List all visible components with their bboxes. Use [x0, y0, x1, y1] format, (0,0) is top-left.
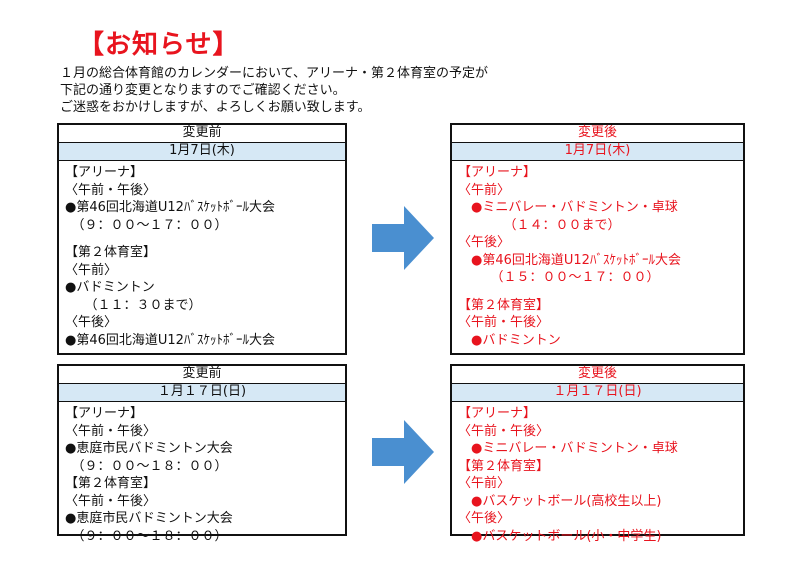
jan7-after-box: 変更後 1月7日(木) 【アリーナ】〈午前〉 ●ミニバレー・バドミントン・卓球 …	[450, 123, 745, 355]
box-header-date: １月１７日(日)	[59, 384, 345, 402]
schedule-line: （９：００～１８：００）	[65, 528, 228, 544]
schedule-line: 〈午前・午後〉	[65, 423, 157, 439]
schedule-line: 【アリーナ】	[458, 406, 537, 421]
intro-line: 下記の通り変更となりますのでご確認ください。	[60, 83, 346, 98]
box-body: 【アリーナ】〈午前・午後〉 ●恵庭市民バドミントン大会 （９：００～１８：００） 【…	[59, 402, 345, 545]
schedule-line: 〈午後〉	[458, 511, 511, 526]
spacer	[458, 287, 737, 297]
schedule-line: ●第46回北海道U12ﾊﾞｽｹｯﾄﾎﾞｰﾙ大会	[65, 332, 275, 348]
schedule-line: ●バスケットボール(小・中学生)	[458, 528, 662, 544]
notice-title: 【お知らせ】	[78, 30, 240, 60]
schedule-line: 〈午前・午後〉	[458, 423, 550, 439]
box-header-label: 変更前	[59, 125, 345, 143]
jan17-before-box: 変更前 １月１７日(日) 【アリーナ】〈午前・午後〉 ●恵庭市民バドミントン大会 …	[57, 364, 347, 544]
box-body: 【アリーナ】〈午前〉 ●ミニバレー・バドミントン・卓球 （１４：００まで） 〈午後…	[452, 161, 743, 349]
schedule-line: 【第２体育室】	[65, 245, 157, 260]
right-arrow-icon	[372, 206, 434, 270]
box-header-date: 1月7日(木)	[452, 143, 743, 161]
jan7-before-box: 変更前 1月7日(木) 【アリーナ】〈午前・午後〉 ●第46回北海道U12ﾊﾞｽｹ…	[57, 123, 347, 355]
box-body: 【アリーナ】〈午前・午後〉 ●ミニバレー・バドミントン・卓球【第２体育室】〈午前…	[452, 402, 743, 545]
schedule-line: 〈午前・午後〉	[65, 493, 157, 509]
schedule-line: ●バスケットボール(高校生以上)	[458, 493, 662, 509]
schedule-line: ●バドミントン	[458, 332, 561, 348]
schedule-line: （９：００～１７：００）	[65, 217, 228, 233]
box-header-label: 変更後	[452, 125, 743, 143]
schedule-line: 【アリーナ】	[65, 406, 144, 421]
schedule-line: （１５：００～１７：００）	[458, 270, 660, 285]
spacer	[65, 234, 339, 244]
box-header-date: １月１７日(日)	[452, 384, 743, 402]
box-header-label: 変更後	[452, 366, 743, 384]
schedule-line: ●第46回北海道U12ﾊﾞｽｹｯﾄﾎﾞｰﾙ大会	[65, 200, 275, 215]
schedule-line: 〈午前〉	[458, 182, 511, 198]
intro-line: １月の総合体育館のカレンダーにおいて、アリーナ・第２体育室の予定が	[60, 66, 488, 81]
schedule-line: ●恵庭市民バドミントン大会	[65, 441, 233, 456]
schedule-line: ●バドミントン	[65, 280, 155, 295]
schedule-line: （９：００～１８：００）	[65, 458, 228, 474]
box-header-label: 変更前	[59, 366, 345, 384]
schedule-line: 〈午前・午後〉	[65, 182, 157, 198]
schedule-line: 〈午前・午後〉	[458, 315, 550, 330]
schedule-line: 【第２体育室】	[458, 297, 550, 313]
schedule-line: 〈午前〉	[458, 476, 511, 491]
schedule-line: （１１：３０まで）	[65, 297, 202, 313]
schedule-line: 【アリーナ】	[65, 165, 144, 180]
right-arrow-icon	[372, 420, 434, 484]
intro-text: １月の総合体育館のカレンダーにおいて、アリーナ・第２体育室の予定が 下記の通り変…	[60, 65, 488, 116]
jan17-after-box: 変更後 １月１７日(日) 【アリーナ】〈午前・午後〉 ●ミニバレー・バドミントン…	[450, 364, 745, 544]
schedule-line: ●第46回北海道U12ﾊﾞｽｹｯﾄﾎﾞｰﾙ大会	[458, 252, 681, 268]
schedule-line: ●恵庭市民バドミントン大会	[65, 511, 233, 526]
schedule-line: 〈午後〉	[458, 235, 511, 250]
schedule-line: 【アリーナ】	[458, 165, 537, 180]
schedule-line: （１４：００まで）	[458, 217, 621, 233]
intro-line: ご迷惑をおかけしますが、よろしくお願い致します。	[60, 100, 371, 115]
schedule-line: 〈午前〉	[65, 262, 118, 278]
schedule-line: 【第２体育室】	[458, 458, 550, 474]
schedule-line: 〈午後〉	[65, 315, 118, 330]
box-body: 【アリーナ】〈午前・午後〉 ●第46回北海道U12ﾊﾞｽｹｯﾄﾎﾞｰﾙ大会 （９：…	[59, 161, 345, 349]
schedule-line: ●ミニバレー・バドミントン・卓球	[458, 441, 678, 456]
box-header-date: 1月7日(木)	[59, 143, 345, 161]
schedule-line: ●ミニバレー・バドミントン・卓球	[458, 200, 678, 215]
schedule-line: 【第２体育室】	[65, 476, 157, 491]
